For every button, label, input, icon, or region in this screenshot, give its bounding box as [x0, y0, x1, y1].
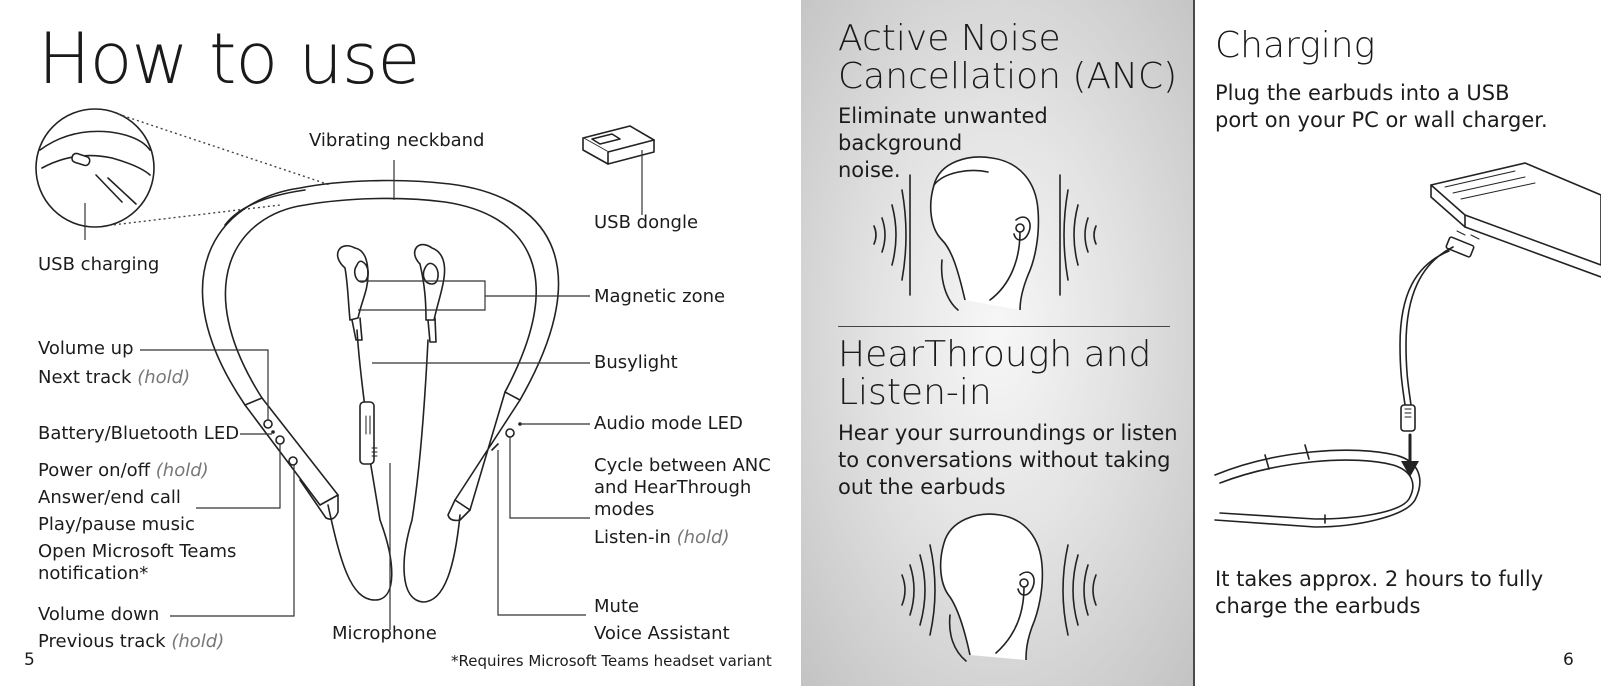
label-mute: Mute	[594, 596, 640, 617]
charging-title: Charging	[1215, 25, 1376, 66]
anc-title-line: Active Noise	[838, 18, 1061, 59]
head-outline	[939, 513, 1044, 661]
hearthrough-text-line: to conversations without taking	[838, 448, 1171, 472]
hold-hint: (hold)	[155, 460, 209, 481]
label-audio-mode-led: Audio mode LED	[594, 413, 743, 434]
left-control-unit	[244, 397, 339, 506]
charging-illustration	[1214, 162, 1601, 528]
charging-intro-line: port on your PC or wall charger.	[1215, 108, 1548, 132]
footnote: *Requires Microsoft Teams headset varian…	[451, 652, 772, 670]
usb-port-detail	[71, 152, 91, 167]
label-listen-in: Listen-in (hold)	[594, 527, 730, 549]
battery-led	[271, 430, 275, 434]
charging-time-line: charge the earbuds	[1215, 594, 1421, 618]
neckband-illustration	[35, 108, 655, 630]
page-number-left: 5	[24, 650, 35, 670]
anc-description: Eliminate unwanted background noise.	[838, 103, 1178, 184]
label-voice-assistant: Voice Assistant	[594, 623, 730, 644]
label-microphone: Microphone	[332, 623, 437, 644]
charging-intro-line: Plug the earbuds into a USB	[1215, 81, 1510, 105]
label-busylight: Busylight	[594, 352, 678, 373]
label-answer-end-call: Answer/end call	[38, 487, 181, 508]
page-number-right: 6	[1563, 650, 1574, 670]
page-how-to-use	[0, 0, 801, 686]
neckband-outer	[201, 179, 560, 406]
volume-down-button	[288, 456, 298, 466]
page-title: How to use	[38, 18, 420, 100]
label-power: Power on/off (hold)	[38, 460, 209, 482]
left-cable	[327, 459, 393, 601]
right-earbud	[414, 243, 446, 321]
left-earbud	[336, 245, 369, 321]
hearthrough-title: HearThrough and Listen-in	[838, 336, 1178, 412]
usb-plug	[1445, 236, 1475, 258]
label-play-pause: Play/pause music	[38, 514, 195, 535]
label-magnetic-zone: Magnetic zone	[594, 286, 726, 307]
neckband-inner	[224, 197, 537, 399]
hold-hint: (hold)	[676, 527, 730, 548]
usb-port-zoom-circle	[35, 108, 155, 228]
page-charging	[1195, 0, 1601, 686]
listen-in-text: Listen-in	[594, 527, 671, 548]
label-next-track: Next track (hold)	[38, 367, 190, 389]
hearthrough-text-line: out the earbuds	[838, 475, 1006, 499]
label-vibrating-neckband: Vibrating neckband	[309, 130, 485, 151]
section-divider	[838, 326, 1170, 327]
charging-time-note: It takes approx. 2 hours to fully charge…	[1215, 566, 1575, 620]
label-usb-charging: USB charging	[38, 254, 160, 275]
hold-hint: (hold)	[171, 631, 225, 652]
previous-track-text: Previous track	[38, 631, 166, 652]
label-teams-1: Open Microsoft Teams	[38, 541, 237, 562]
charging-intro: Plug the earbuds into a USB port on your…	[1215, 80, 1575, 134]
hearthrough-title-line: Listen-in	[838, 372, 992, 413]
usb-cable	[1399, 250, 1450, 406]
label-cycle-1: Cycle between ANC	[594, 455, 771, 476]
anc-text-line: noise.	[838, 158, 901, 182]
hearthrough-title-line: HearThrough and	[838, 334, 1152, 375]
label-cycle-2: and HearThrough	[594, 477, 752, 498]
neckband-outline	[1214, 449, 1421, 528]
hearthrough-description: Hear your surroundings or listen to conv…	[838, 420, 1178, 501]
anc-text-line: Eliminate unwanted background	[838, 104, 1048, 155]
label-volume-up: Volume up	[38, 338, 134, 359]
power-text: Power on/off	[38, 460, 151, 481]
label-previous-track: Previous track (hold)	[38, 631, 224, 653]
hearthrough-text-line: Hear your surroundings or listen	[838, 421, 1178, 445]
charging-time-line: It takes approx. 2 hours to fully	[1215, 567, 1544, 591]
label-cycle-3: modes	[594, 499, 655, 520]
hearthrough-head-illustration	[901, 513, 1097, 662]
label-teams-2: notification*	[38, 563, 149, 584]
anc-title-line: Cancellation (ANC)	[838, 56, 1178, 97]
busylight-unit	[359, 401, 375, 465]
next-track-text: Next track	[38, 367, 132, 388]
label-volume-down: Volume down	[38, 604, 160, 625]
anc-button	[505, 428, 515, 438]
usb-c-plug	[1400, 404, 1416, 432]
anc-title: Active Noise Cancellation (ANC)	[838, 20, 1178, 96]
right-cable	[403, 339, 461, 603]
label-usb-dongle: USB dongle	[594, 212, 699, 233]
anc-head-illustration	[873, 156, 1097, 311]
head-outline	[929, 156, 1040, 311]
hold-hint: (hold)	[137, 367, 191, 388]
label-battery-led: Battery/Bluetooth LED	[38, 423, 240, 444]
